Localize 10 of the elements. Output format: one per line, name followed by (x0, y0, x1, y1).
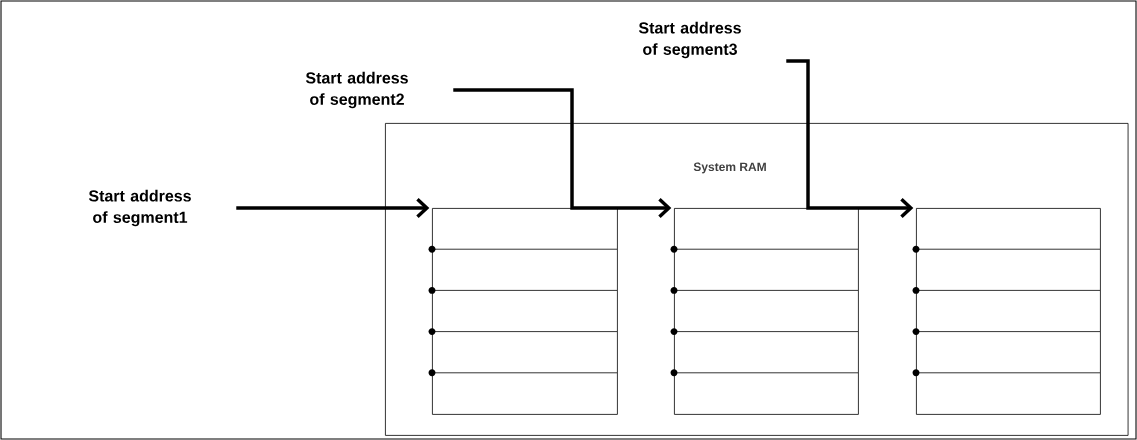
address-label: Start address of segment2 (305, 71, 408, 109)
arrow (453, 88, 672, 218)
memory-segment-box (428, 208, 618, 415)
memory-segment-box (670, 208, 859, 415)
ram-box: System RAM (385, 123, 1129, 436)
memory-segment-box (912, 208, 1101, 415)
arrow (236, 198, 430, 218)
address-label: Start address of segment3 (638, 21, 741, 59)
address-label: Start address of segment1 (88, 189, 191, 227)
arrow (786, 59, 914, 218)
